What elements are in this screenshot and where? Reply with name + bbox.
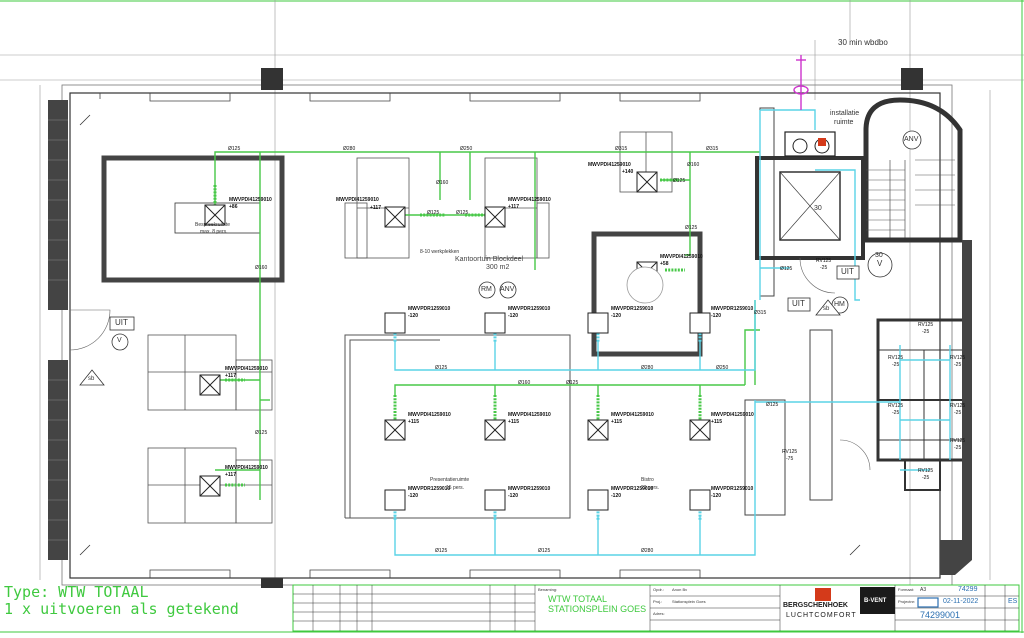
wall-hatch-left <box>48 119 68 541</box>
diffuser <box>384 206 406 228</box>
construction-lines <box>0 0 1024 585</box>
kitchen-room <box>591 231 703 357</box>
wtw-unit <box>784 131 836 157</box>
columns <box>261 68 923 588</box>
meeting-room-left <box>101 155 285 283</box>
exhaust-flex-hoses <box>393 330 702 520</box>
proj-value: Stationsplein Goes <box>672 599 706 604</box>
presentation-room <box>344 334 571 519</box>
uit-boxes <box>109 265 860 331</box>
diffuser <box>587 419 609 441</box>
project-title-line1: WTW TOTAAL <box>548 594 608 604</box>
sb-triangles <box>79 299 841 386</box>
formaat-label: Formaat: <box>898 587 915 592</box>
diffuser <box>484 206 506 228</box>
extract-grille <box>587 312 609 334</box>
left-wall-piers <box>48 100 68 560</box>
top-window-recesses <box>99 93 701 578</box>
diffuser <box>199 374 221 396</box>
diffuser <box>636 171 658 193</box>
extract-grille <box>384 312 406 334</box>
right-dividers <box>744 107 833 516</box>
project-title-line2: STATIONSPLEIN GOES <box>548 604 647 614</box>
stair-treads <box>866 159 955 231</box>
roof-outlet <box>793 55 809 110</box>
extract-grille <box>587 489 609 511</box>
supply-ducts <box>214 151 760 500</box>
opdr-label: Opdr.: <box>653 587 664 592</box>
brand-subtitle: LUCHTCOMFORT <box>786 612 857 619</box>
diffuser <box>199 475 221 497</box>
extract-grille <box>689 312 711 334</box>
exec-line: 1 x uitvoeren als getekend <box>4 600 239 618</box>
extract-grille <box>689 489 711 511</box>
sheet-value: ES <box>1008 598 1018 605</box>
core <box>755 97 963 260</box>
project-number-small: 74299 <box>958 586 978 593</box>
symbols <box>111 130 922 351</box>
exhaust-ducts <box>394 109 951 556</box>
extract-grille <box>484 489 506 511</box>
title-block: Type: WTW TOTAAL 1 x uitvoeren als getek… <box>0 584 1024 633</box>
adres-label: Adres: <box>653 611 665 616</box>
extract-grille <box>484 312 506 334</box>
diffuser <box>484 419 506 441</box>
extract-grille <box>384 489 406 511</box>
right-wall-thick <box>940 240 972 575</box>
drawing-number: 74299001 <box>920 610 961 620</box>
door-swings <box>69 257 871 471</box>
diffuser <box>689 419 711 441</box>
type-title: Type: WTW TOTAAL 1 x uitvoeren als getek… <box>4 584 239 618</box>
supply-flex-hoses <box>213 178 702 487</box>
brand-logo: B-VENT <box>864 598 887 604</box>
brand-name: BERGSCHENHOEK <box>783 602 848 609</box>
projectnr-label: Projectnr: <box>898 599 916 604</box>
benaming-label: Benaming: <box>538 587 558 592</box>
title-block-frame <box>292 584 1020 632</box>
diffusers <box>199 171 711 511</box>
diffuser <box>204 204 226 226</box>
diffuser <box>384 419 406 441</box>
toilet-block <box>876 318 972 491</box>
date-value: 02-11-2022 <box>943 598 979 605</box>
corner-markers <box>79 114 861 556</box>
proj-label: Proj.: <box>653 599 663 604</box>
format-value: A3 <box>920 587 927 593</box>
type-line: Type: WTW TOTAAL <box>4 583 149 601</box>
opdr-value: Anon Bv <box>672 587 688 592</box>
